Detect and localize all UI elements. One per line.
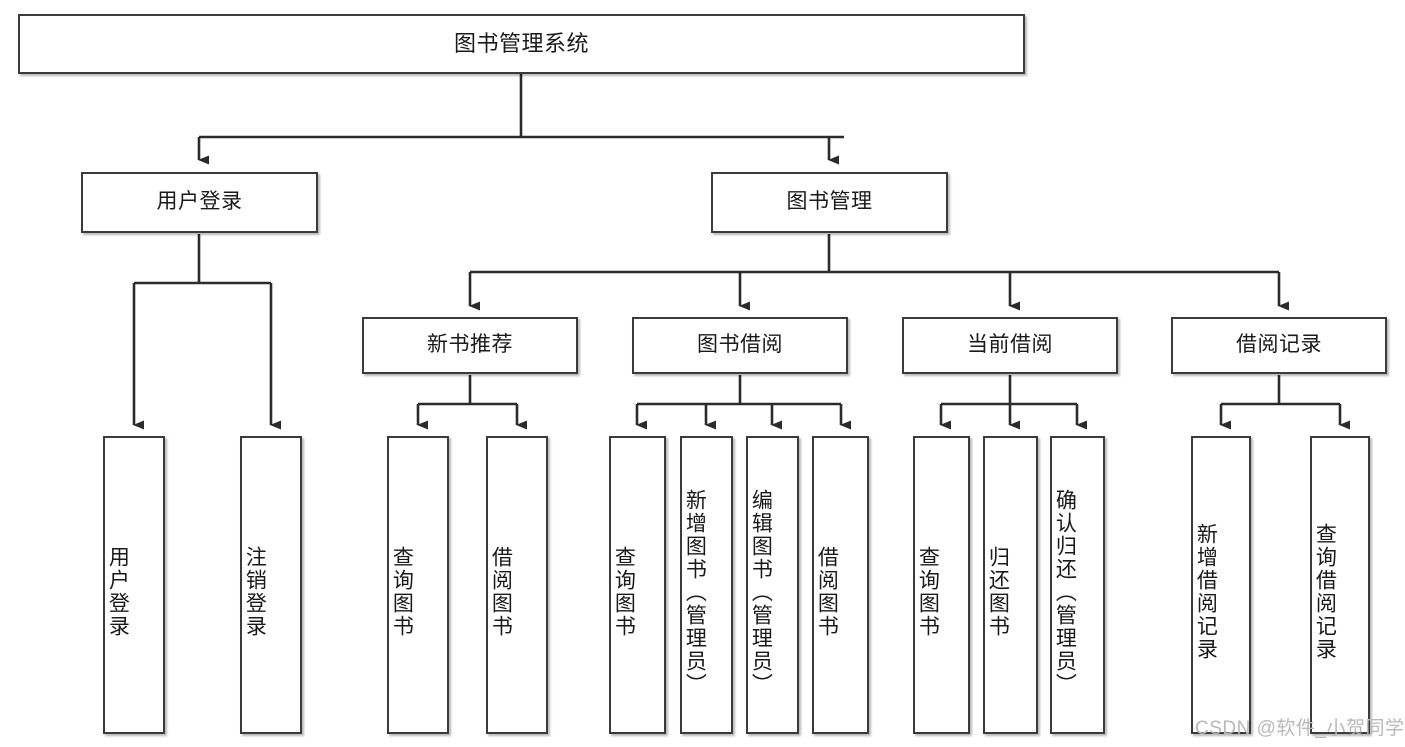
leaf-add-book-label: 新增图书（管理员） [683, 488, 707, 696]
leaf-return-book[interactable]: 归还图书 [983, 436, 1038, 734]
leaf-logout-login[interactable]: 注销登录 [240, 436, 302, 734]
node-new-book-recommend[interactable]: 新书推荐 [362, 317, 578, 374]
leaf-edit-book[interactable]: 编辑图书（管理员） [746, 436, 799, 734]
leaf-user-login[interactable]: 用户登录 [103, 436, 165, 734]
leaf-user-login-label: 用户登录 [106, 546, 130, 638]
leaf-edit-book-label: 编辑图书（管理员） [749, 488, 773, 696]
leaf-return-book-label: 归还图书 [986, 546, 1010, 638]
leaf-logout-login-label: 注销登录 [243, 546, 267, 638]
node-borrow-record-label: 借阅记录 [1236, 333, 1322, 357]
csdn-watermark: CSDN @软件_小贺同学 [1195, 718, 1405, 739]
leaf-borrow-book-2-label: 借阅图书 [815, 546, 839, 638]
leaf-add-record[interactable]: 新增借阅记录 [1191, 436, 1251, 734]
node-new-book-recommend-label: 新书推荐 [427, 333, 513, 357]
leaf-confirm-return-label: 确认归还（管理员） [1053, 488, 1077, 696]
node-current-borrow-label: 当前借阅 [967, 333, 1053, 357]
leaf-borrow-book-1-label: 借阅图书 [489, 546, 513, 638]
leaf-borrow-book-2[interactable]: 借阅图书 [812, 436, 869, 734]
node-book-borrow-label: 图书借阅 [697, 333, 783, 357]
node-borrow-record[interactable]: 借阅记录 [1171, 317, 1387, 374]
leaf-query-book-1-label: 查询图书 [390, 546, 414, 638]
leaf-query-book-3[interactable]: 查询图书 [913, 436, 970, 734]
leaf-borrow-book-1[interactable]: 借阅图书 [486, 436, 548, 734]
node-user-login[interactable]: 用户登录 [81, 172, 318, 233]
leaf-query-book-3-label: 查询图书 [916, 546, 940, 638]
leaf-query-book-2-label: 查询图书 [612, 546, 636, 638]
leaf-add-book[interactable]: 新增图书（管理员） [680, 436, 733, 734]
leaf-query-record[interactable]: 查询借阅记录 [1310, 436, 1370, 734]
node-root[interactable]: 图书管理系统 [18, 14, 1025, 74]
leaf-query-record-label: 查询借阅记录 [1313, 523, 1337, 661]
node-book-borrow[interactable]: 图书借阅 [632, 317, 848, 374]
node-current-borrow[interactable]: 当前借阅 [902, 317, 1118, 374]
node-root-label: 图书管理系统 [453, 31, 589, 57]
node-book-manage-label: 图书管理 [786, 190, 873, 214]
leaf-query-book-2[interactable]: 查询图书 [609, 436, 666, 734]
leaf-confirm-return[interactable]: 确认归还（管理员） [1050, 436, 1105, 734]
node-book-manage[interactable]: 图书管理 [711, 172, 948, 233]
node-user-login-label: 用户登录 [156, 190, 243, 214]
leaf-add-record-label: 新增借阅记录 [1194, 523, 1218, 661]
leaf-query-book-1[interactable]: 查询图书 [387, 436, 449, 734]
